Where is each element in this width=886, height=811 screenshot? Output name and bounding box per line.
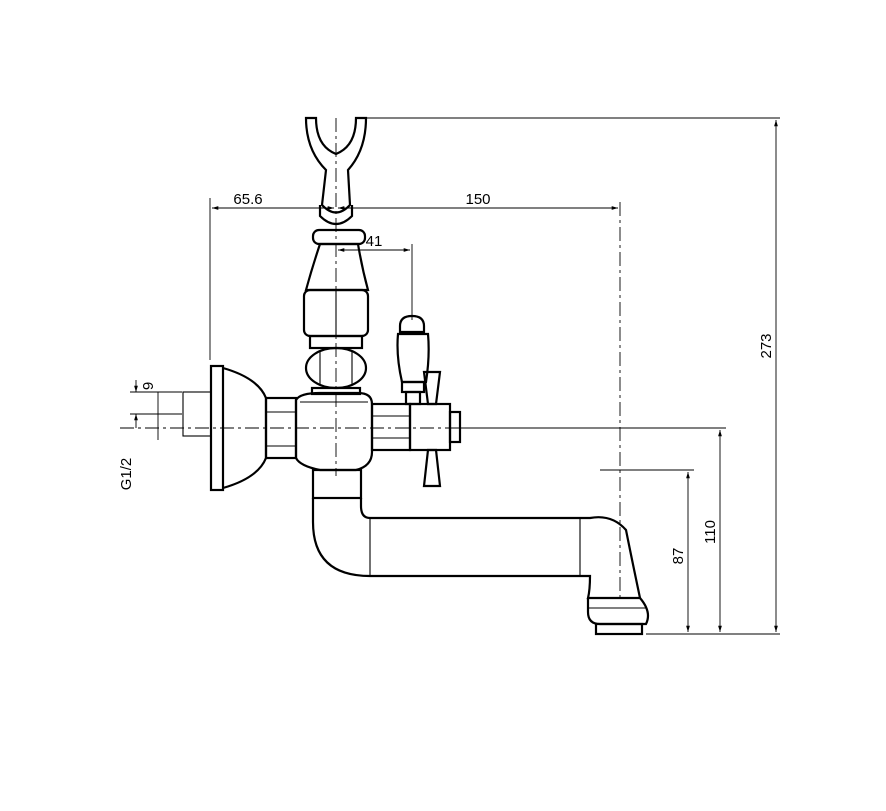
dim-label-110: 110	[702, 520, 719, 544]
dim-label-273: 273	[758, 333, 775, 358]
dim-label-65-6: 65.6	[233, 191, 262, 208]
dim-label-9: 9	[140, 382, 157, 390]
diverter-knob[interactable]	[396, 314, 430, 406]
dim-label-87: 87	[670, 548, 687, 565]
dimension-lines	[130, 117, 780, 635]
dim-label-g1-2: G1/2	[118, 458, 135, 491]
threaded-inlet	[182, 391, 212, 437]
cross-handle[interactable]	[408, 402, 452, 452]
dim-label-150: 150	[465, 191, 490, 208]
spout-collar	[311, 468, 363, 500]
valve-body	[294, 391, 374, 472]
diverter-nut	[370, 402, 412, 452]
spout	[311, 498, 650, 636]
dim-label-41: 41	[366, 233, 383, 250]
